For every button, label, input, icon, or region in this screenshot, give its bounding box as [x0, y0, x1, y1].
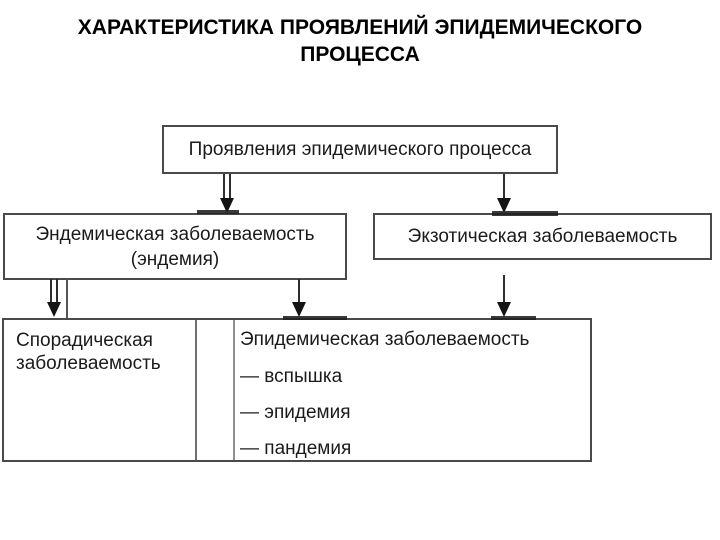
arrow-endemic-to-sporadic-head	[47, 302, 61, 317]
contact-smudge	[492, 211, 558, 216]
node-sporadic-line2: заболеваемость	[16, 353, 161, 374]
page-title: ХАРАКТЕРИСТИКА ПРОЯВЛЕНИЙ ЭПИДЕМИЧЕСКОГО…	[0, 14, 720, 68]
arrow-endemic-to-epidemic-head	[292, 302, 306, 317]
bottom-panel: Спорадическая заболеваемость Эпидемическ…	[2, 318, 592, 462]
connector-line	[66, 279, 68, 319]
arrow-exotic-to-epidemic-head	[497, 302, 511, 317]
arrow-endemic-to-epidemic-shaft	[298, 279, 300, 304]
node-root-label: Проявления эпидемического процесса	[188, 138, 532, 160]
arrow-root-to-endemic-head	[220, 198, 234, 213]
arrow-endemic-to-sporadic-shaft	[50, 279, 58, 304]
epidemic-item-vspyshka: — вспышка	[240, 366, 343, 387]
node-root: Проявления эпидемического процесса	[162, 125, 558, 174]
contact-smudge	[197, 210, 239, 214]
node-sporadic: Спорадическая заболеваемость	[16, 329, 161, 375]
arrow-root-to-exotic-head	[497, 198, 511, 213]
page-title-line1: ХАРАКТЕРИСТИКА ПРОЯВЛЕНИЙ ЭПИДЕМИЧЕСКОГО	[77, 16, 643, 39]
contact-smudge	[491, 316, 536, 320]
arrow-root-to-endemic-shaft	[223, 174, 231, 200]
node-endemic: Эндемическая заболеваемость (эндемия)	[3, 213, 347, 280]
node-endemic-line1: Эндемическая заболеваемость	[35, 223, 315, 245]
contact-smudge	[283, 316, 347, 320]
panel-divider-right	[233, 320, 235, 460]
epidemic-item-epidemia: — эпидемия	[240, 402, 351, 423]
page-title-line2: ПРОЦЕССА	[300, 43, 420, 66]
arrow-exotic-to-epidemic-shaft	[503, 275, 505, 304]
node-epidemic-title: Эпидемическая заболеваемость	[240, 329, 530, 350]
arrow-root-to-exotic-shaft	[503, 174, 505, 200]
epidemic-item-pandemia: — пандемия	[240, 438, 352, 459]
node-sporadic-line1: Спорадическая	[16, 330, 153, 351]
node-exotic-label: Экзотическая заболеваемость	[407, 225, 678, 247]
node-endemic-line2: (эндемия)	[130, 248, 220, 270]
panel-divider-left	[195, 320, 197, 460]
node-exotic: Экзотическая заболеваемость	[373, 213, 712, 260]
